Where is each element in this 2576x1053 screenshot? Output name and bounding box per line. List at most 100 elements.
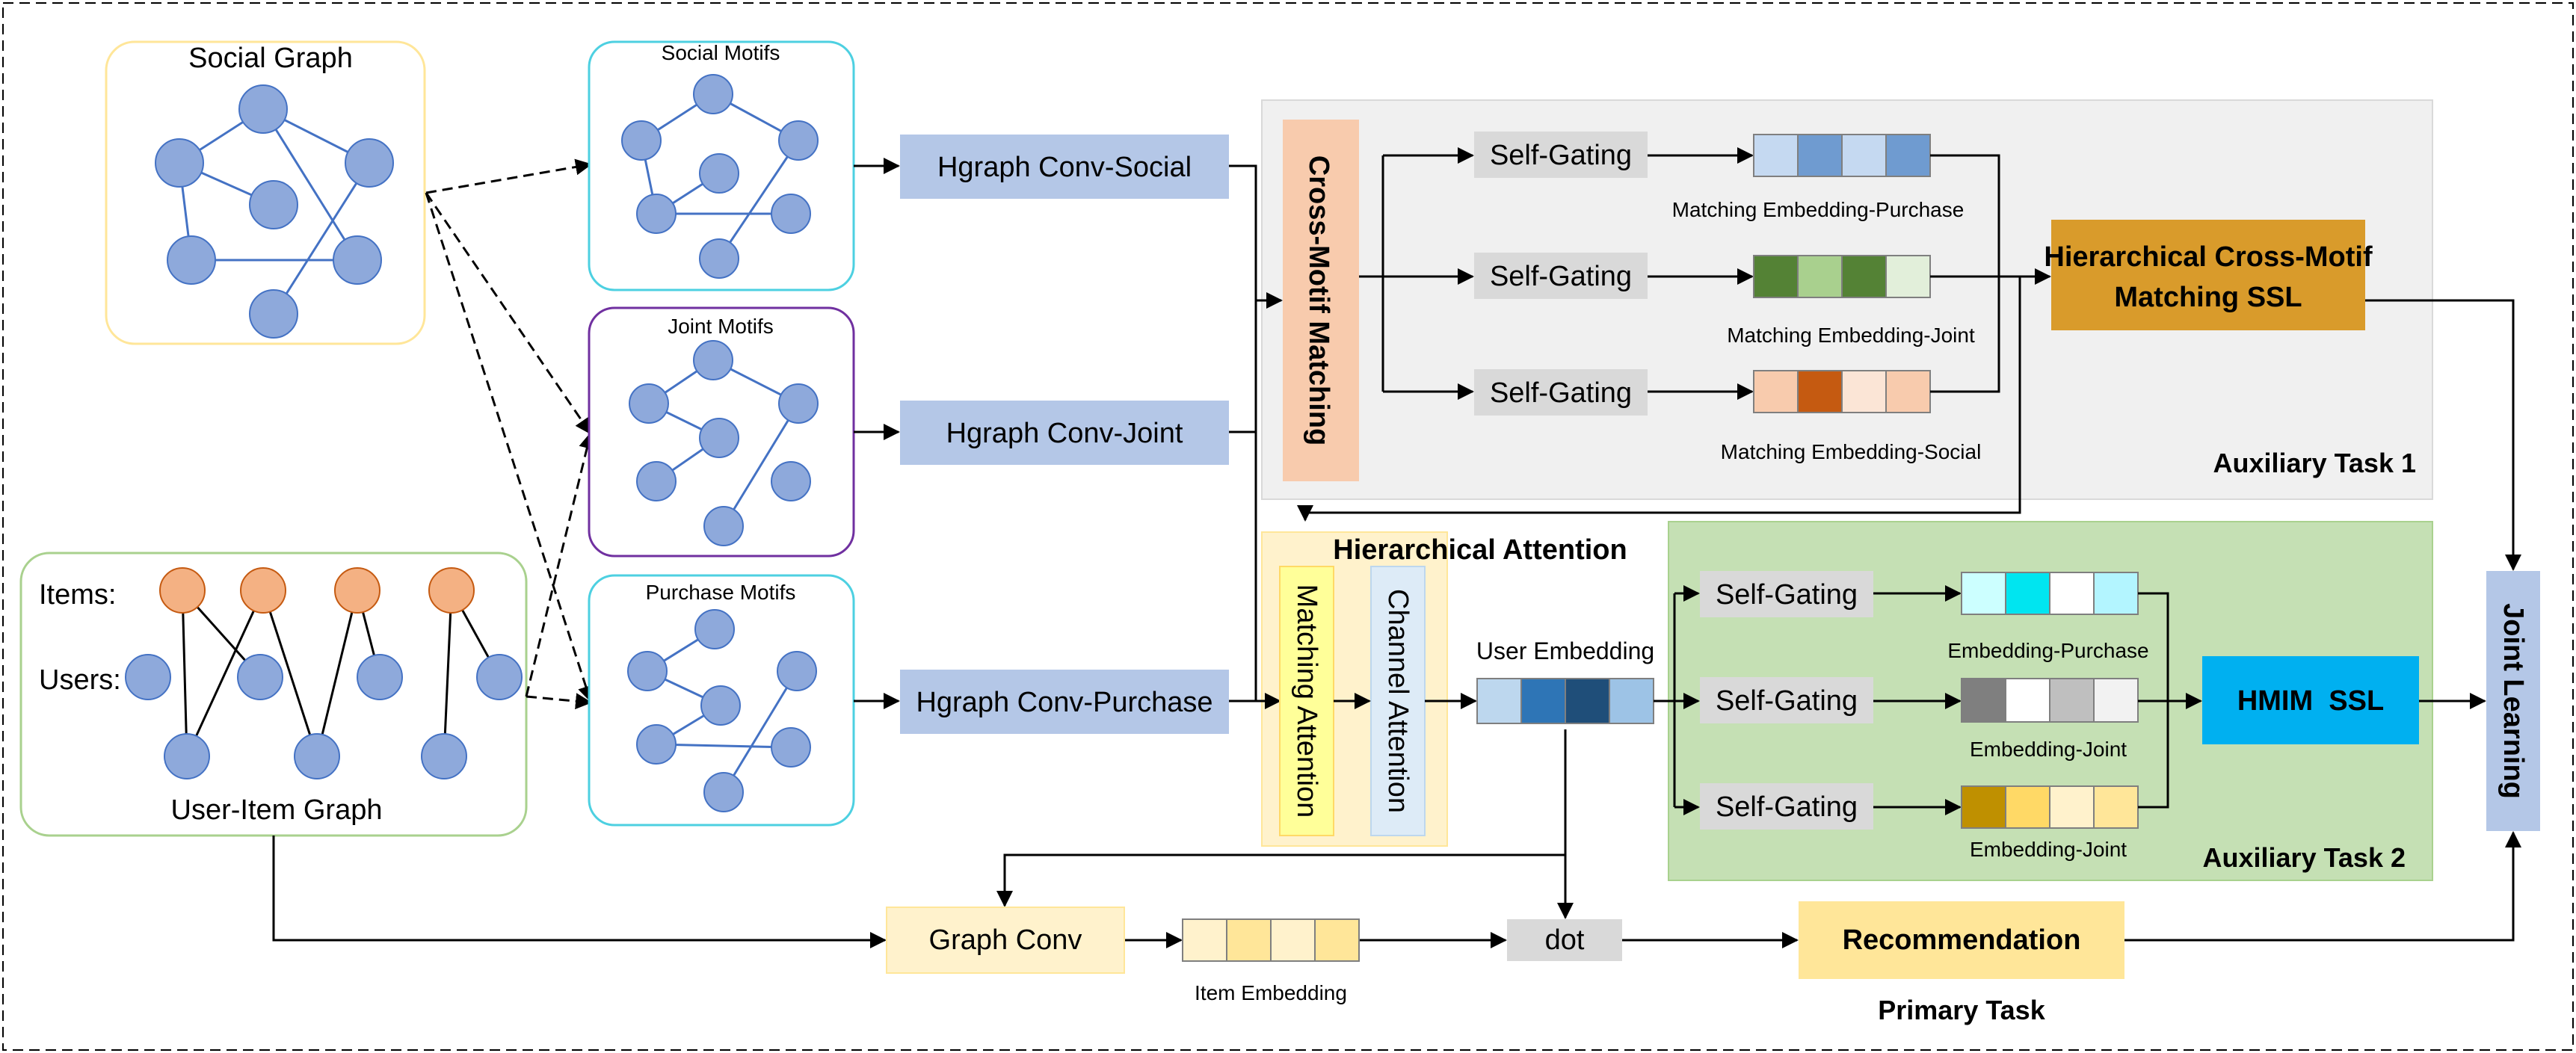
motif-node [636,194,677,234]
embedding-joint-2-label: Embedding-Joint [1970,838,2127,861]
matching-embedding-purchase [1753,134,1931,177]
user-node [476,654,523,700]
embedding-cell [1885,134,1931,177]
item-node [428,567,475,614]
self-gating-purchase [1474,132,1648,178]
motif-to-conv-arrows [854,158,900,709]
embedding-cell [1841,370,1887,413]
embedding-cell [1961,572,2006,615]
hmim-ssl-label: HMIM SSL [2237,685,2384,717]
matching-attention-label: Matching Attention [1291,584,1322,818]
items-label: Items: [39,579,116,611]
item-node [334,567,380,614]
embedding-cell [1753,134,1799,177]
embedding-cell [2093,572,2139,615]
embedding-cell [2049,785,2095,829]
self-gating-joint [1474,253,1648,299]
hgraph-conv-joint-label: Hgraph Conv-Joint [946,418,1183,449]
embedding-cell [2049,678,2095,723]
social-graph: Social Graph [105,40,426,345]
matching-embedding-joint [1753,255,1931,298]
user-item-graph: Items: Users: User-Item Graph [19,552,528,837]
graph-conv-box [886,907,1125,974]
graph-node [249,289,298,339]
aux2-self-gating-2-label: Self-Gating [1716,685,1858,717]
aux2-emb-to-hmim [2138,592,2486,809]
matching-embedding-joint-label: Matching Embedding-Joint [1727,324,1975,347]
motif-node [629,383,669,424]
motif-node [621,120,662,161]
embedding-joint-1 [1961,678,2139,723]
motif-node [627,651,668,691]
joint-learning-box [2486,571,2540,831]
motif-node [700,685,741,726]
social-motifs: Social Motifs [588,40,855,291]
aux2-branches [1654,585,1700,815]
aux1-branches [1359,147,1474,400]
cross-motif-matching-label: Cross-Motif Matching [1303,155,1334,445]
purchase-motifs-title: Purchase Motifs [646,581,796,604]
user-node [237,654,283,700]
embedding-cell [2093,678,2139,723]
auxiliary-task-2-title: Auxiliary Task 2 [2203,842,2406,873]
graph-conv-label: Graph Conv [929,924,1082,956]
joint-learning-label: Joint Learning [2498,603,2529,799]
motif-node [636,461,677,501]
embedding-cell [1961,678,2006,723]
embedding-purchase-label: Embedding-Purchase [1947,639,2148,662]
motif-node [703,506,744,546]
embedding-cell [1797,134,1843,177]
embedding-cell [1314,918,1360,962]
embedding-cell [1609,678,1654,724]
motif-node [694,609,735,649]
users-label: Users: [39,664,121,696]
hierarchical-attention-title: Hierarchical Attention [1333,534,1627,566]
embedding-cell [1565,678,1610,724]
graph-node [249,180,298,229]
social-graph-nodes [155,84,394,339]
embedding-cell [1885,370,1931,413]
recommendation-label: Recommendation [1843,924,2081,956]
embedding-cell [1797,370,1843,413]
motif-node [699,238,739,279]
graph-node [345,138,394,188]
graph-node [333,235,382,285]
self-gating-purchase-label: Self-Gating [1490,140,1632,171]
embedding-cell [1961,785,2006,829]
conv-output-lines [1229,164,1283,709]
aux2-self-gating-3 [1700,783,1873,830]
embedding-cell [1753,370,1799,413]
embedding-cell [1797,255,1843,298]
embedding-cell [2005,678,2050,723]
motif-node [771,194,811,234]
embedding-cell [1476,678,1522,724]
hgraph-conv-purchase [900,670,1229,734]
aux2-self-gating-3-label: Self-Gating [1716,791,1858,823]
motif-node [636,724,677,765]
embedding-cell [2005,785,2050,829]
aux2-self-gating-2 [1700,677,1873,723]
hgraph-convs: Hgraph Conv-Social Hgraph Conv-Joint Hgr… [900,135,1229,734]
hmim-ssl-box [2202,656,2419,744]
graph-node [155,138,204,188]
primary-lines [272,729,1799,948]
recommendation-box [1799,901,2124,979]
item-embedding-label: Item Embedding [1195,981,1347,1004]
primary-task-title: Primary Task [1878,995,2045,1025]
aux2-self-gating-1-label: Self-Gating [1716,579,1858,611]
aux2-self-gating-1 [1700,571,1873,617]
motif-node [771,461,811,501]
cross-motif-matching-box [1283,120,1359,481]
self-gating-joint-label: Self-Gating [1490,261,1632,292]
hgraph-conv-social [900,135,1229,199]
embedding-purchase [1961,572,2139,615]
user-node [421,733,467,779]
hgraph-conv-joint [900,401,1229,465]
user-item-graph-title: User-Item Graph [171,794,383,826]
embedding-cell [1520,678,1566,724]
motif-node [778,120,819,161]
hgraph-conv-purchase-label: Hgraph Conv-Purchase [916,687,1212,718]
hierarchical-cross-motif-ssl-line1: Hierarchical Cross-Motif [2044,241,2373,273]
social-graph-title: Social Graph [188,43,353,74]
